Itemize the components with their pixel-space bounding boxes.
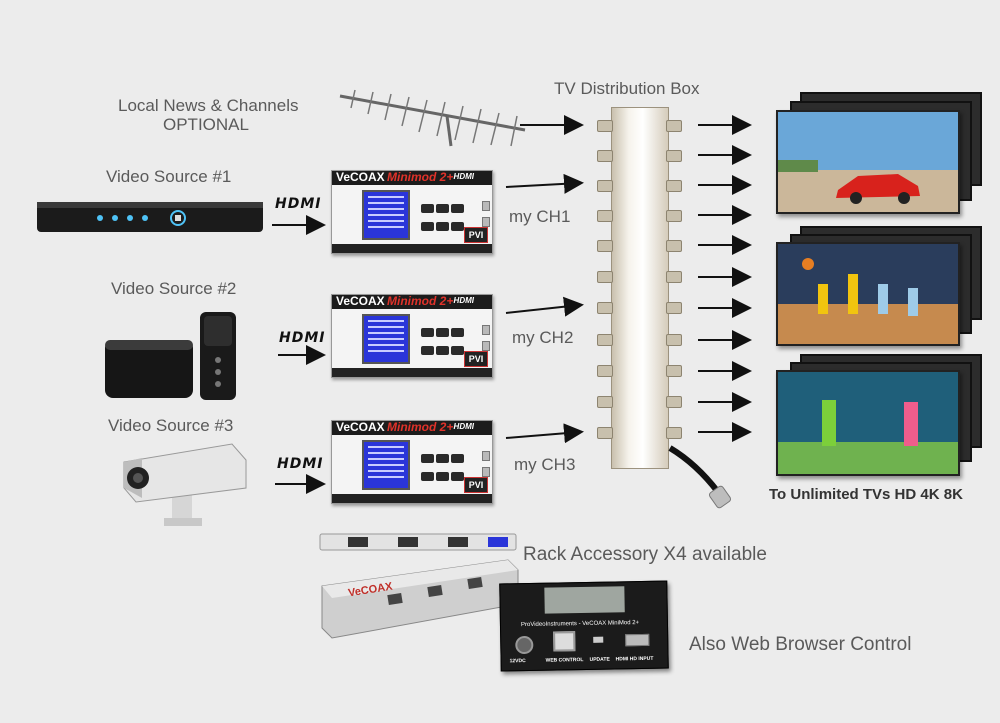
power-jack	[515, 635, 534, 655]
rack-mount-unit-icon	[321, 559, 519, 639]
hdmi-logo-3: HDMI	[277, 456, 324, 472]
coax-cable-icon	[668, 445, 732, 509]
web-browser-control-label: Also Web Browser Control	[689, 634, 912, 655]
rack-accessory-label: Rack Accessory X4 available	[523, 544, 767, 565]
hdmi-port	[625, 633, 650, 647]
security-camera-icon	[123, 443, 247, 526]
streaming-box-icon	[105, 312, 236, 400]
modulator-screen	[362, 190, 410, 240]
ch1-arrow	[505, 173, 584, 194]
port-label-hdmi-input: HDMI HD INPUT	[615, 655, 654, 663]
back-panel-screen	[544, 586, 625, 614]
output-arrows	[698, 115, 752, 442]
tv-distribution-box	[611, 107, 669, 469]
pvi-badge: PVI	[464, 351, 488, 367]
golf-studio-scene-image	[778, 372, 958, 474]
video-source-2-label: Video Source #2	[111, 279, 237, 298]
modulator-model: Minimod 2+	[387, 420, 454, 434]
video-source-3-label: Video Source #3	[108, 416, 234, 435]
modulator-keypad	[420, 201, 472, 237]
modulator-model: Minimod 2+	[387, 170, 454, 184]
modulator-hdmi-mark: HDMI	[453, 422, 474, 431]
modulator-brand: VeCOAX	[336, 420, 385, 434]
rack-mount-thin-icon	[319, 533, 517, 551]
modulator-screen	[362, 314, 410, 364]
modulator-hdmi-mark: HDMI	[453, 172, 474, 181]
port-label-web-control: WEB CONTROL	[545, 657, 584, 664]
modulator-keypad	[420, 325, 472, 361]
to-unlimited-tvs-label: To Unlimited TVs HD 4K 8K	[769, 486, 963, 503]
my-ch3-label: my CH3	[514, 455, 576, 474]
basketball-scene-image	[778, 244, 958, 344]
modulator-hdmi-mark: HDMI	[453, 296, 474, 305]
modulator-3: VeCOAX Minimod 2+ HDMI PVI	[331, 420, 493, 504]
back-panel-device: ProVideoInstruments - VeCOAX MiniMod 2+ …	[499, 580, 669, 672]
my-ch2-label: my CH2	[512, 328, 574, 347]
optional-label: OPTIONAL	[163, 115, 249, 134]
ethernet-port	[553, 631, 576, 652]
modulator-model: Minimod 2+	[387, 294, 454, 308]
hdmi-logo-1: HDMI	[275, 196, 322, 212]
modulator-brand: VeCOAX	[336, 294, 385, 308]
tv-distribution-box-label: TV Distribution Box	[554, 79, 700, 98]
antenna-icon	[339, 89, 526, 147]
local-news-label: Local News & Channels	[118, 96, 299, 115]
hdmi-logo-2: HDMI	[279, 330, 326, 346]
pvi-badge: PVI	[464, 227, 488, 243]
modulator-2: VeCOAX Minimod 2+ HDMI PVI	[331, 294, 493, 378]
set-top-box-icon	[37, 202, 263, 232]
pvi-badge: PVI	[464, 477, 488, 493]
port-label-12vdc: 12VDC	[509, 658, 526, 665]
usb-port	[593, 636, 604, 643]
back-panel-title: ProVideoInstruments - VeCOAX MiniMod 2+	[520, 620, 640, 629]
modulator-1: VeCOAX Minimod 2+ HDMI PVI	[331, 170, 493, 254]
video-source-1-label: Video Source #1	[106, 167, 232, 186]
car-scene-image	[778, 112, 958, 212]
modulator-keypad	[420, 451, 472, 487]
my-ch1-label: my CH1	[509, 207, 571, 226]
ch3-arrow	[505, 423, 584, 444]
port-label-update: UPDATE	[589, 656, 610, 663]
modulator-screen	[362, 440, 410, 490]
ch2-arrow	[505, 296, 584, 317]
modulator-brand: VeCOAX	[336, 170, 385, 184]
